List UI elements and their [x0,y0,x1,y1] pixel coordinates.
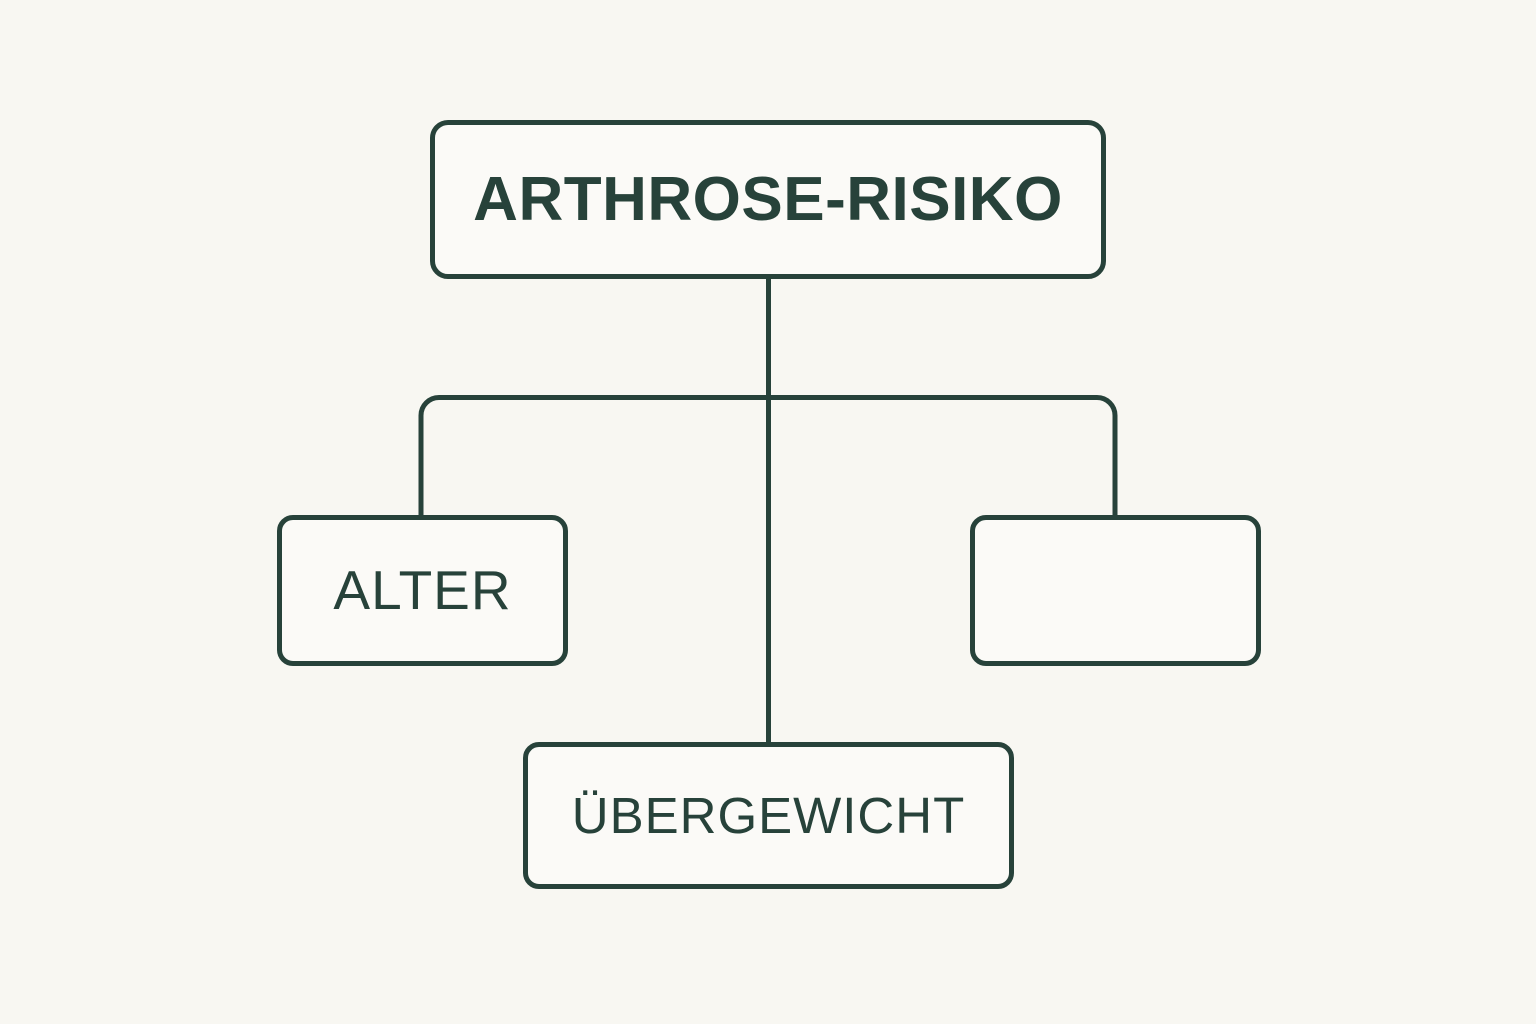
connector-bus-left [418,395,769,517]
node-empty-placeholder[interactable] [970,515,1261,666]
node-arthrose-risiko-label: ARTHROSE-RISIKO [473,164,1063,234]
node-arthrose-risiko[interactable]: ARTHROSE-RISIKO [430,120,1106,279]
connector-bus-right [768,395,1118,517]
node-alter[interactable]: ALTER [277,515,568,666]
node-uebergewicht[interactable]: ÜBERGEWICHT [523,742,1014,889]
node-uebergewicht-label: ÜBERGEWICHT [571,787,966,844]
node-alter-label: ALTER [333,559,512,621]
